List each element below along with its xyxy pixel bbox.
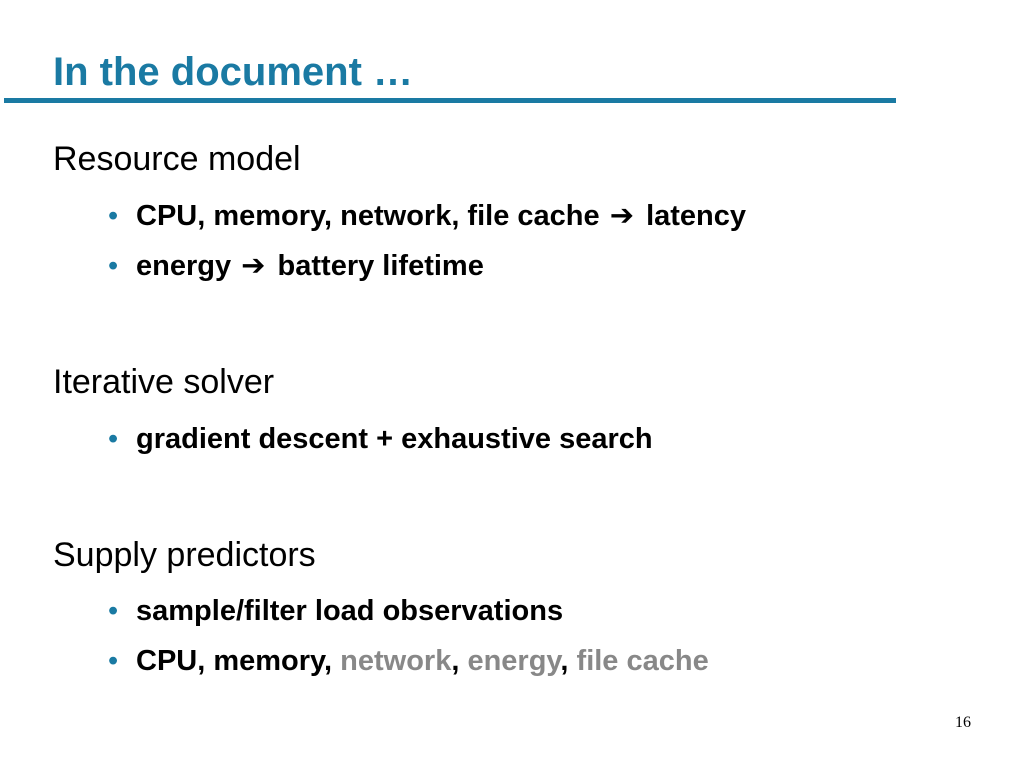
separator-text: , — [560, 645, 569, 677]
bullet-text: energy — [136, 250, 232, 282]
bullet-icon: • — [108, 200, 119, 232]
bullet-icon: • — [108, 595, 119, 627]
greyed-file-cache-text: file cache — [576, 645, 709, 677]
bullet-text: gradient descent + exhaustive search — [136, 423, 653, 455]
slide-title: In the document … — [53, 50, 413, 94]
bullet-text: battery lifetime — [277, 250, 484, 282]
greyed-energy-text: energy — [467, 645, 561, 677]
list-item: • sample/filter load observations — [108, 594, 709, 644]
page-number: 16 — [955, 714, 971, 731]
bullet-text: sample/filter load observations — [136, 595, 564, 627]
list-item: • CPU, memory, network, energy, file cach… — [108, 644, 709, 694]
right-arrow-icon: ➔ — [609, 200, 634, 232]
bullet-icon: • — [108, 423, 119, 455]
heading-iterative-solver: Iterative solver — [53, 363, 275, 401]
bullet-text: CPU, memory, — [136, 645, 333, 677]
heading-supply-predictors: Supply predictors — [53, 536, 316, 574]
greyed-network-text: network — [340, 645, 452, 677]
bullet-text: CPU, memory, network, file cache — [136, 200, 600, 232]
iterative-solver-list: • gradient descent + exhaustive search — [108, 422, 653, 472]
list-item: • energy ➔ battery lifetime — [108, 249, 746, 299]
separator-text: , — [451, 645, 460, 677]
supply-predictors-list: • sample/filter load observations • CPU, m… — [108, 594, 709, 694]
bullet-icon: • — [108, 250, 119, 282]
bullet-text: latency — [646, 200, 747, 232]
list-item: • CPU, memory, network, file cache ➔ late… — [108, 199, 746, 249]
list-item: • gradient descent + exhaustive search — [108, 422, 653, 472]
title-divider — [4, 98, 896, 103]
resource-model-list: • CPU, memory, network, file cache ➔ late… — [108, 199, 746, 299]
bullet-icon: • — [108, 645, 119, 677]
right-arrow-icon: ➔ — [241, 250, 266, 282]
heading-resource-model: Resource model — [53, 140, 301, 178]
